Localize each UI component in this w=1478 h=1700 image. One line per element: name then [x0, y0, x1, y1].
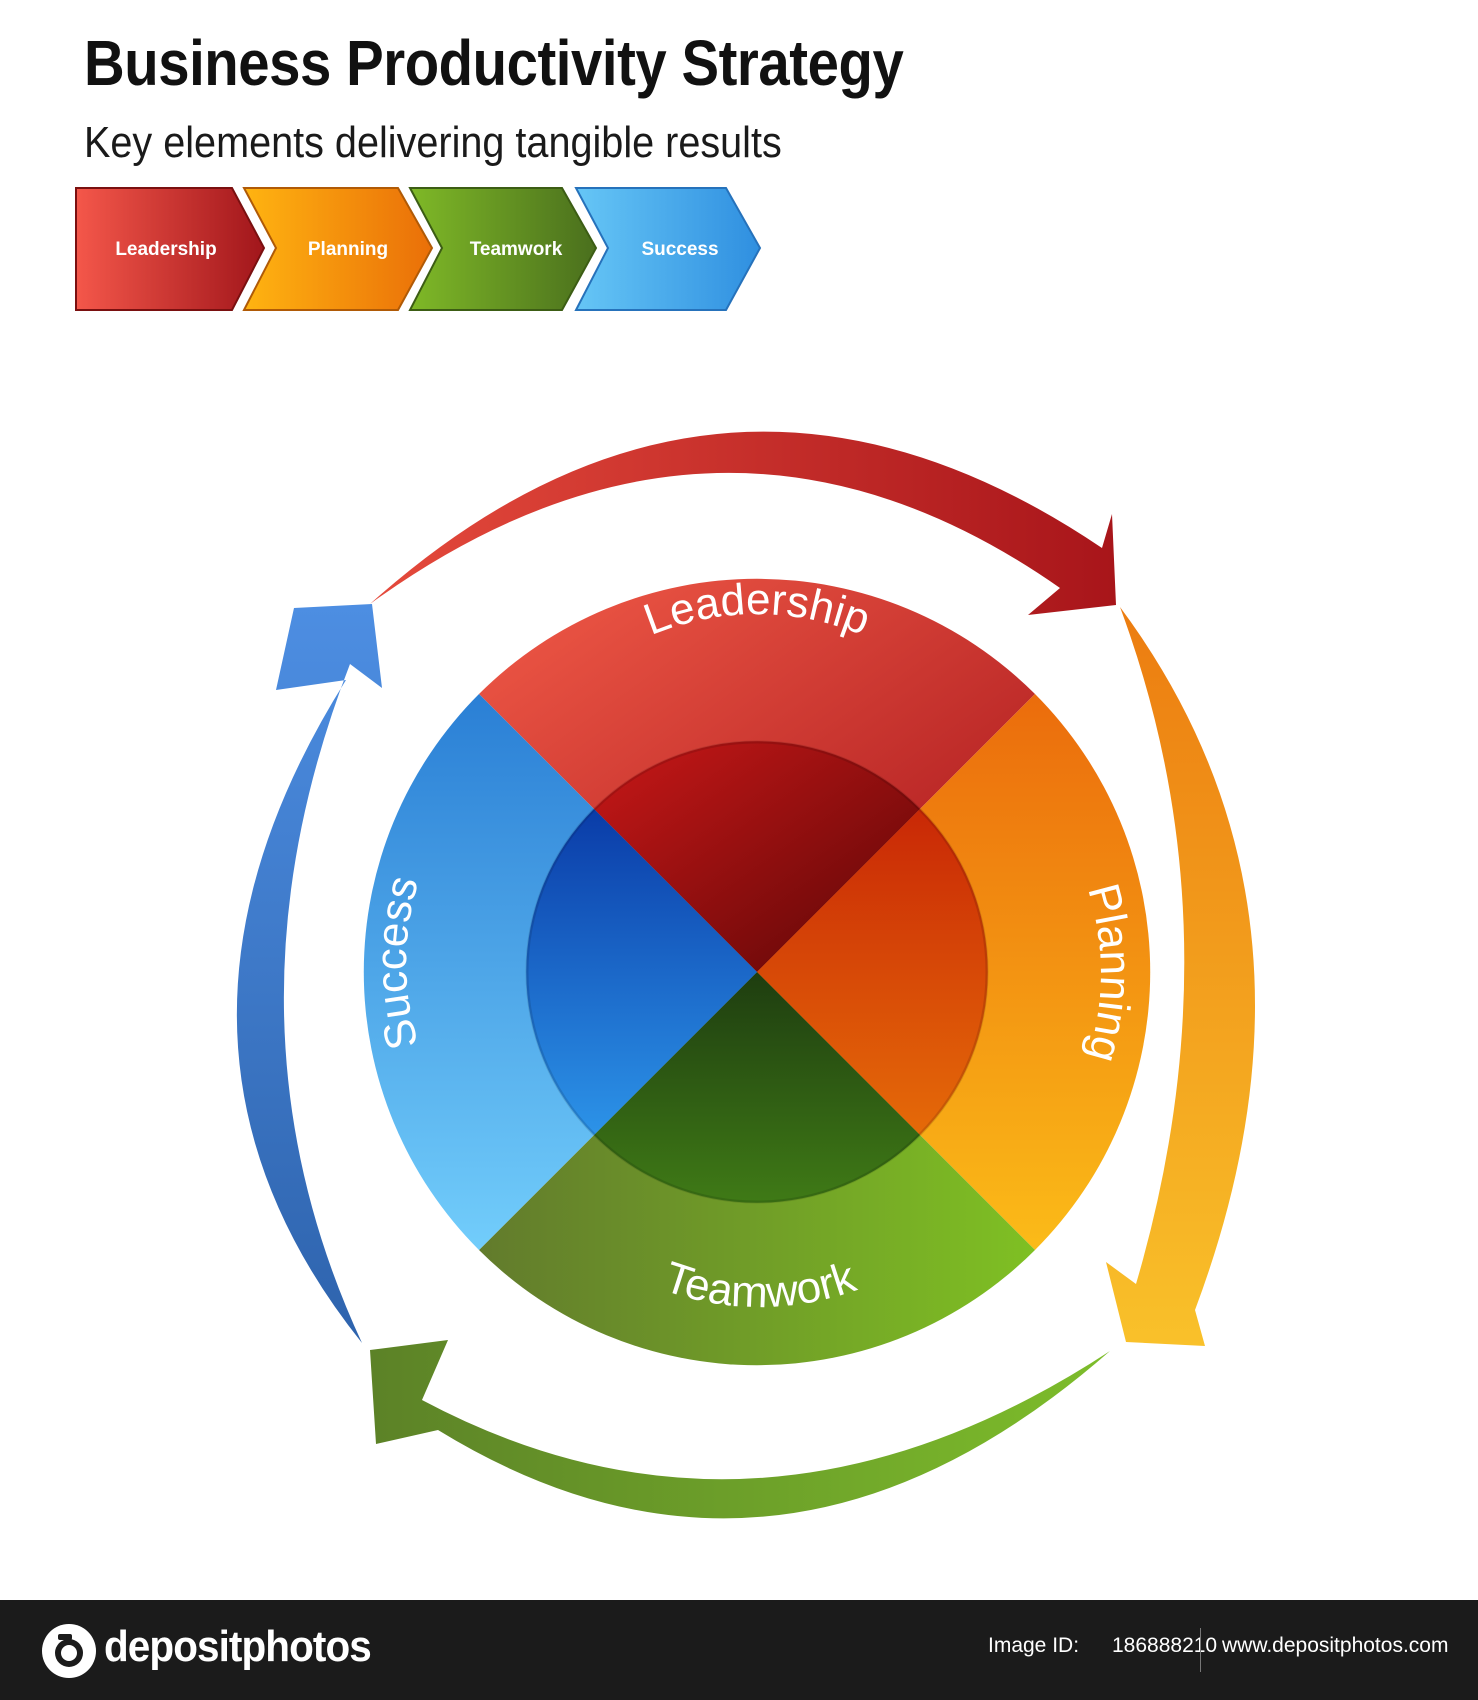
- footer-brand: depositphotos: [104, 1622, 372, 1671]
- cycle-arrow-right: [1106, 607, 1255, 1346]
- page-title: Business Productivity Strategy: [84, 27, 904, 99]
- page-subtitle: Key elements delivering tangible results: [84, 118, 782, 167]
- cycle-arrow-bottom: [370, 1340, 1110, 1519]
- image-id-value: 186888210: [1112, 1634, 1218, 1657]
- footer-divider: [1200, 1628, 1201, 1672]
- core-success: [526, 809, 757, 1135]
- step-success: Success: [574, 187, 762, 311]
- process-steps: Leadership Planning Teamwork Success: [75, 187, 762, 311]
- step-label-planning: Planning: [308, 239, 388, 260]
- step-leadership: Leadership: [75, 187, 266, 311]
- core-planning: [757, 809, 988, 1135]
- step-planning: Planning: [242, 187, 434, 311]
- step-label-leadership: Leadership: [115, 239, 216, 260]
- step-label-teamwork: Teamwork: [470, 239, 563, 260]
- step-label-success: Success: [641, 239, 718, 260]
- cycle-arrow-left: [236, 604, 382, 1343]
- core-leadership: [594, 741, 920, 972]
- cycle-arrow-top: [370, 431, 1116, 615]
- footer-url[interactable]: www.depositphotos.com: [1222, 1634, 1449, 1657]
- cycle-diagram: Leadership Planning Teamwork Success: [236, 431, 1255, 1519]
- core-rim: [525, 740, 989, 1204]
- step-teamwork: Teamwork: [408, 187, 598, 311]
- camera-logo-icon: [42, 1624, 96, 1678]
- footer-bar: depositphotos Image ID: 186888210 www.de…: [0, 1600, 1478, 1700]
- core-teamwork: [594, 972, 920, 1203]
- image-id-label: Image ID:: [988, 1634, 1080, 1657]
